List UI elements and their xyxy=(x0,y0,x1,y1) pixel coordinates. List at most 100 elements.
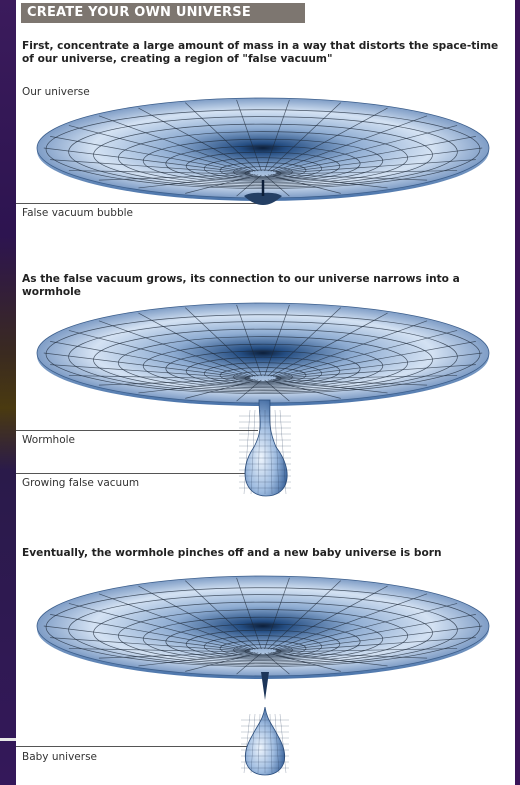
funnel-stage-3-meridian xyxy=(276,614,476,651)
drop-3-gridline xyxy=(279,713,287,774)
funnel-stage-2-meridian xyxy=(276,364,476,379)
wormhole-drop xyxy=(239,399,291,497)
funnel-stage-3-meridian xyxy=(98,593,253,651)
spacetime-illustrations xyxy=(36,97,490,776)
funnel-stage-1-meridian xyxy=(276,159,476,174)
drop-3-gridline xyxy=(274,713,280,774)
funnel-stage-1 xyxy=(36,97,490,201)
funnel-stage-1-meridian xyxy=(276,147,483,174)
funnel-stage-3-ring xyxy=(45,587,481,667)
stage-3-caption: Eventually, the wormhole pinches off and… xyxy=(22,547,442,559)
drop-2-gridline xyxy=(257,409,261,495)
growing-leader-line xyxy=(16,473,256,474)
funnel-stage-1-meridian xyxy=(50,136,250,173)
drop-2-gridline xyxy=(279,409,287,495)
funnel-stage-3-meridian xyxy=(264,652,290,675)
funnel-stage-2-meridian xyxy=(68,330,252,378)
funnel-stage-2-meridian xyxy=(236,304,262,377)
funnel-stage-1-meridian xyxy=(138,174,256,189)
funnel-stage-3-meridian xyxy=(68,648,251,653)
funnel-stage-2-meridian xyxy=(273,320,428,378)
drop-3-gridline xyxy=(250,713,256,774)
bubble-leader-line xyxy=(16,203,266,204)
funnel-stage-1-ring xyxy=(233,166,293,178)
funnel-stage-3-meridian xyxy=(50,614,250,651)
funnel-stage-2 xyxy=(36,302,490,406)
funnel-stage-2-ring xyxy=(142,343,384,389)
funnel-stage-1-meridian xyxy=(274,125,458,173)
funnel-stage-3-meridian xyxy=(270,652,388,667)
funnel-stage-2-ring xyxy=(93,328,433,391)
drop-2-gridline xyxy=(269,409,273,495)
funnel-stage-1-meridian xyxy=(43,147,250,174)
false-vacuum-bubble-label: False vacuum bubble xyxy=(22,207,134,219)
funnel-stage-1-meridian xyxy=(98,173,253,181)
funnel-stage-1-meridian xyxy=(267,174,341,194)
funnel-stage-1-meridian xyxy=(68,170,251,175)
funnel-stage-3-meridian xyxy=(185,580,259,650)
funnel-stage-3-meridian xyxy=(276,637,476,652)
funnel-stage-1-meridian xyxy=(185,174,259,194)
baby-universe-label: Baby universe xyxy=(22,751,98,763)
funnel-stage-2-meridian xyxy=(236,379,262,402)
funnel-stage-1-meridian xyxy=(273,173,428,181)
pinch-off-tip xyxy=(261,672,269,700)
funnel-stage-1-meridian xyxy=(275,170,458,175)
drop-2-gridline xyxy=(243,409,251,495)
funnel-stage-2-meridian xyxy=(185,379,259,399)
funnel-stage-2-meridian xyxy=(274,330,458,378)
funnel-stage-1-meridian xyxy=(98,115,253,173)
funnel-stage-2-ring xyxy=(233,371,293,383)
drop-2-gridline xyxy=(250,409,256,495)
funnel-stage-3-meridian xyxy=(270,585,388,650)
funnel-stage-3-meridian xyxy=(236,652,262,675)
funnel-stage-1-ring xyxy=(219,162,307,179)
funnel-stage-3-meridian xyxy=(273,593,428,651)
funnel-stage-1-meridian xyxy=(276,136,476,173)
funnel-stage-3-ring xyxy=(93,601,433,664)
drop-3-gridline xyxy=(243,713,251,774)
funnel-stage-3-meridian xyxy=(138,652,256,667)
our-universe-label: Our universe xyxy=(22,86,90,98)
funnel-stage-1-ring xyxy=(203,157,323,180)
funnel-stage-3-ring xyxy=(233,644,293,656)
funnel-stage-2-ring xyxy=(68,321,458,393)
funnel-stage-3-meridian xyxy=(185,652,259,672)
funnel-stage-2-ring xyxy=(219,367,307,384)
funnel-stage-3-ring xyxy=(219,640,307,657)
funnel-stage-3-meridian xyxy=(43,625,250,652)
drop-2-gridline xyxy=(274,409,280,495)
bubble-shape xyxy=(244,192,282,205)
funnel-stage-3-meridian xyxy=(267,580,341,650)
drop-3-gridline xyxy=(269,713,273,774)
false-vacuum-bubble xyxy=(244,180,282,205)
funnel-stage-1-meridian xyxy=(270,174,388,189)
growing-false-vacuum-label: Growing false vacuum xyxy=(22,477,140,489)
funnel-stage-2-meridian xyxy=(98,320,253,378)
funnel-stage-1-meridian xyxy=(50,159,250,174)
infographic-panel: CREATE YOUR OWN UNIVERSE First, concentr… xyxy=(16,0,515,785)
funnel-stage-2-ring xyxy=(185,356,341,386)
funnel-stage-3-ring xyxy=(118,609,408,663)
funnel-stage-2-meridian xyxy=(43,352,250,379)
funnel-stage-2-meridian xyxy=(264,304,290,377)
stage-1-caption: First, concentrate a large amount of mas… xyxy=(22,40,499,65)
funnel-stage-1-meridian xyxy=(267,102,341,172)
funnel-stage-3-meridian xyxy=(236,577,262,650)
baby-universe-leader-line xyxy=(16,746,261,747)
funnel-stage-2-meridian xyxy=(273,378,428,386)
funnel-stage-3-meridian xyxy=(50,637,250,652)
funnel-stage-3-ring xyxy=(185,629,341,659)
funnel-stage-2-ring xyxy=(165,350,361,387)
funnel-stage-2-meridian xyxy=(68,375,251,380)
funnel-stage-2-meridian xyxy=(50,364,250,379)
left-frame-mark xyxy=(0,738,16,741)
funnel-stage-2-ring xyxy=(45,314,481,394)
funnel-stage-2-meridian xyxy=(138,379,256,394)
funnel-stage-3-ring xyxy=(68,594,458,666)
funnel-stage-3-meridian xyxy=(275,648,458,653)
funnel-stage-2-meridian xyxy=(270,312,388,377)
funnel-stage-1-meridian xyxy=(270,107,388,172)
funnel-stage-3-meridian xyxy=(274,603,458,651)
funnel-stage-2-meridian xyxy=(264,379,290,402)
